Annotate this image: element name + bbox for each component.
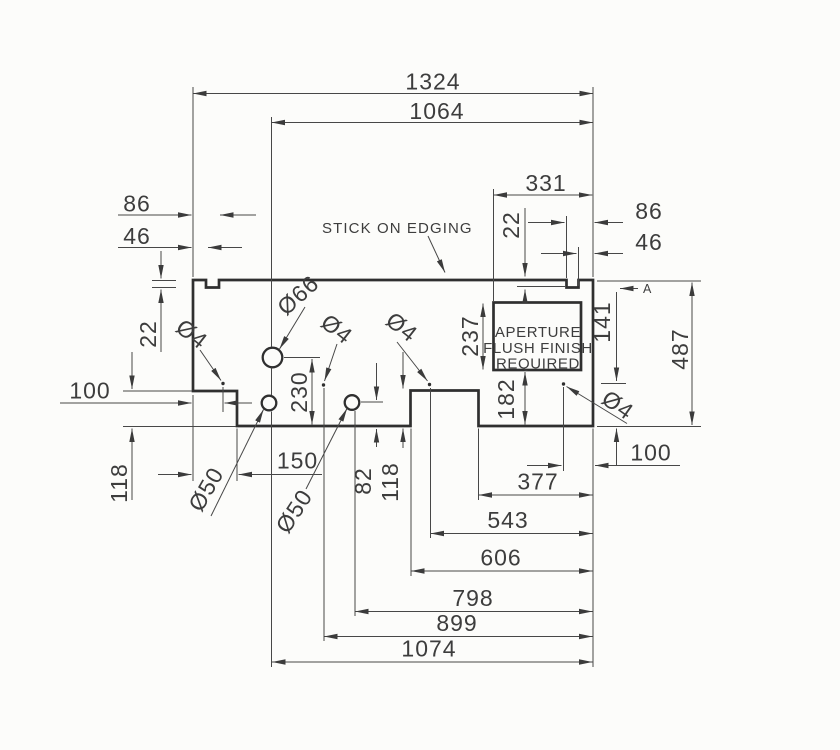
dim-543-label: 543 — [487, 507, 528, 533]
dim-82-label: 82 — [350, 467, 376, 495]
dimension-lines — [60, 90, 695, 665]
dim-22-left-label: 22 — [135, 320, 161, 348]
aperture-note-line1: APERTURE — [495, 324, 581, 341]
dim-118-left-label: 118 — [106, 463, 132, 503]
leader-dia50-left — [210, 409, 264, 517]
dim-331-label: 331 — [525, 170, 566, 196]
dim-237-label: 237 — [457, 315, 483, 356]
dim-1074-label: 1074 — [401, 636, 456, 662]
dim-798-label: 798 — [452, 585, 493, 611]
dim-46-right-label: 46 — [635, 229, 663, 255]
hole-50-left — [260, 394, 278, 412]
panel-geometry — [191, 278, 595, 428]
section-a-label: A — [643, 282, 652, 296]
extension-lines — [123, 87, 701, 667]
aperture-note-line3: REQUIRED — [496, 356, 580, 373]
leader-dia66 — [279, 306, 306, 350]
dim-141-label: 141 — [589, 301, 615, 342]
dim-1064-label: 1064 — [409, 98, 464, 124]
dia4-right-label: Ø4 — [597, 385, 639, 425]
dim-22-right-label: 22 — [498, 211, 524, 239]
leader-dia4-right — [566, 386, 628, 424]
dim-377-label: 377 — [517, 469, 558, 495]
annotations: STICK ON EDGING APERTURE FLUSH FINISH RE… — [322, 220, 652, 373]
leader-dia4-mid1 — [324, 343, 338, 382]
dia4-left-label: Ø4 — [171, 314, 213, 355]
dim-86-right-label: 86 — [635, 198, 663, 224]
dim-100-right-label: 100 — [630, 440, 671, 466]
aperture-rect — [492, 301, 583, 372]
dim-118-bottom-label: 118 — [377, 462, 403, 502]
dia50-left-label: Ø50 — [183, 462, 229, 515]
dim-487-label: 487 — [667, 328, 693, 369]
dim-150-label: 150 — [277, 448, 318, 474]
dim-46-left-label: 46 — [123, 223, 151, 249]
aperture-note-line2: FLUSH FINISH — [483, 340, 593, 357]
dia4-mid2-label: Ø4 — [381, 307, 423, 348]
dimension-labels: 1324 1064 331 86 46 86 46 100 150 100 37… — [69, 69, 693, 662]
dim-899-label: 899 — [436, 610, 477, 636]
dia50-mid-label: Ø50 — [270, 484, 317, 537]
stick-on-edging-note: STICK ON EDGING — [322, 220, 473, 237]
dim-230-label: 230 — [286, 371, 312, 412]
hole-66 — [261, 346, 284, 369]
leader-dia50-mid — [305, 408, 348, 490]
leader-edging — [427, 235, 446, 273]
hole-50-mid — [343, 394, 361, 411]
leader-dia4-mid2 — [396, 341, 428, 382]
dim-86-left-label: 86 — [123, 191, 151, 217]
dim-182-label: 182 — [493, 378, 519, 419]
leader-lines — [199, 235, 638, 517]
dia66-label: Ø66 — [272, 270, 324, 320]
hole-labels: Ø66 Ø50 Ø50 Ø4 Ø4 Ø4 Ø4 — [171, 270, 639, 538]
leader-dia4-left — [199, 349, 222, 381]
dim-1324-label: 1324 — [405, 69, 460, 95]
hole-4-left — [221, 381, 225, 386]
hole-4-right — [561, 382, 566, 386]
hole-4-mid1 — [321, 383, 326, 387]
dim-100-left-label: 100 — [69, 378, 110, 404]
dim-606-label: 606 — [480, 545, 521, 571]
panel-outline — [191, 278, 595, 428]
dia4-mid1-label: Ø4 — [316, 309, 358, 350]
hole-4-mid2 — [427, 382, 432, 387]
